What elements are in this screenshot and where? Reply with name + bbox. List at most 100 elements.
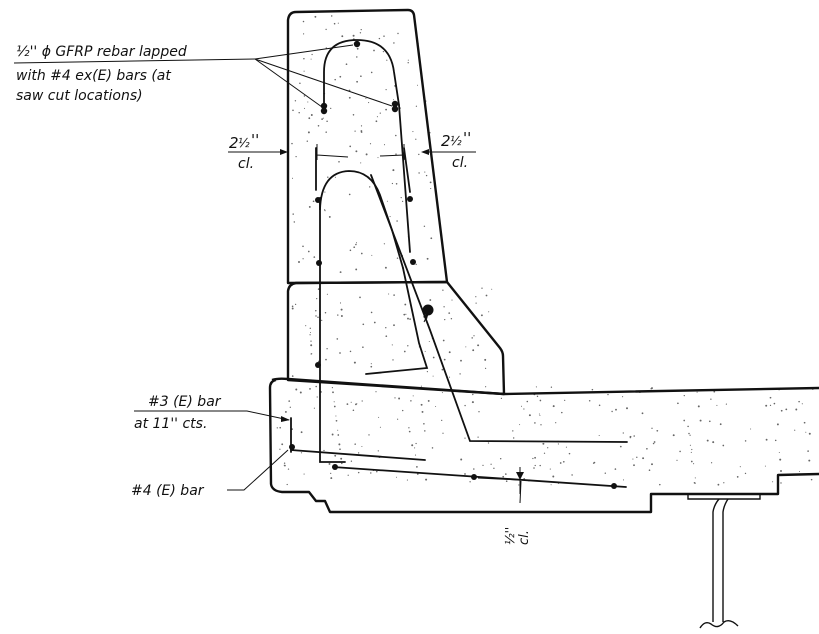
stipple-dot [459, 373, 461, 375]
stipple-dot [565, 446, 567, 448]
stipple-dot [315, 310, 317, 312]
stipple-dot [769, 396, 772, 399]
stipple-dot [385, 108, 387, 111]
rebar-dot [320, 102, 328, 110]
stipple-dot [369, 186, 371, 188]
stipple-dot [564, 399, 566, 402]
stipple-dot [559, 462, 562, 464]
stipple-dot [744, 472, 747, 475]
dim-bottom [477, 467, 521, 494]
stipple-dot [431, 447, 434, 449]
stipple-dot [340, 457, 343, 460]
stipple-dot [382, 50, 385, 53]
stipple-dot [315, 315, 317, 317]
stipple-dot [410, 400, 412, 402]
stipple-dot [622, 396, 624, 398]
girder-web [712, 498, 729, 622]
stipple-dot [423, 423, 425, 425]
stipple-dot [416, 466, 418, 468]
stipple-dot [691, 448, 693, 451]
stipple-dot [325, 28, 327, 31]
stipple-dot [426, 371, 428, 373]
stipple-dot [397, 32, 399, 35]
stipple-dot [334, 78, 336, 81]
rebar-dot [332, 464, 338, 470]
stipple-dot [309, 388, 311, 390]
stipple-dot [484, 358, 487, 361]
stipple-dot [650, 387, 652, 390]
stipple-dot [722, 444, 725, 447]
stipple-dot [619, 445, 622, 448]
stipple-dot [397, 418, 399, 420]
stipple-dot [391, 344, 393, 346]
stipple-dot [425, 478, 428, 481]
stipple-dot [393, 294, 395, 296]
cover-right-inch: '' [463, 129, 471, 147]
stipple-dot [293, 221, 296, 223]
stipple-dot [611, 410, 613, 413]
stipple-dot [568, 452, 571, 455]
stipple-dot [299, 82, 301, 85]
stipple-dot [475, 296, 477, 298]
stipple-dot [300, 452, 303, 454]
stipple-dot [803, 421, 806, 424]
stipple-dot [340, 308, 343, 311]
stipple-dot [622, 479, 625, 481]
stipple-dot [772, 481, 774, 483]
stipple-dot [339, 271, 342, 274]
stipple-dot [331, 387, 333, 389]
gfrp-upper-hairpin [323, 39, 400, 111]
stipple-dot [539, 399, 542, 402]
stipple-dot [642, 457, 645, 460]
stipple-dot [335, 415, 337, 417]
stipple-dot [362, 346, 364, 348]
stipple-dot [425, 174, 428, 177]
cover-left-frac: ½ [238, 136, 250, 150]
stipple-dot [317, 125, 320, 127]
stipple-dot [443, 358, 446, 361]
stipple-dot [323, 209, 326, 211]
stipple-dot [659, 483, 661, 486]
stipple-dot [334, 176, 336, 178]
stipple-dot [539, 464, 541, 467]
stipple-dot [588, 400, 591, 402]
stipple-dot [308, 117, 311, 120]
stipple-dot [432, 356, 435, 359]
rebar-dot [471, 474, 477, 480]
stipple-dot [303, 473, 305, 475]
lower-barrier-outline [286, 280, 506, 396]
stipple-dot [383, 35, 385, 37]
stipple-dot [418, 153, 420, 156]
arrow-diag-head [423, 312, 429, 319]
stipple-dot [632, 458, 634, 460]
stipple-dot [415, 138, 417, 140]
rebar-sections [289, 40, 617, 489]
stipple-dot [356, 56, 358, 58]
stipple-dot [305, 325, 307, 327]
stipple-dot [355, 242, 358, 244]
stipple-dot [739, 466, 741, 468]
stipple-dot [325, 131, 327, 133]
stipple-dot [622, 432, 624, 434]
stipple-dot [708, 420, 711, 423]
stipple-dot [808, 459, 811, 462]
stipple-dot [697, 405, 700, 408]
stipple-dot [388, 293, 390, 295]
stipple-dot [534, 464, 536, 467]
stipple-dot [360, 75, 362, 78]
stipple-dot [415, 442, 417, 445]
stipple-dot [532, 457, 534, 460]
stipple-dot [396, 476, 397, 478]
cover-bottom-sub: cl. [517, 530, 532, 545]
stipple-dot [592, 462, 595, 464]
stipple-dot [383, 144, 386, 146]
stipple-dot [339, 448, 341, 451]
stipple-dot [473, 335, 475, 337]
stipple-dot [303, 107, 306, 109]
stipple-dot [303, 70, 305, 72]
cover-left-whole: 2 [229, 134, 239, 152]
stipple-dot [473, 468, 475, 470]
rebar-dot [315, 362, 321, 368]
stipple-dot [403, 313, 406, 316]
stipple-dot [310, 58, 312, 60]
